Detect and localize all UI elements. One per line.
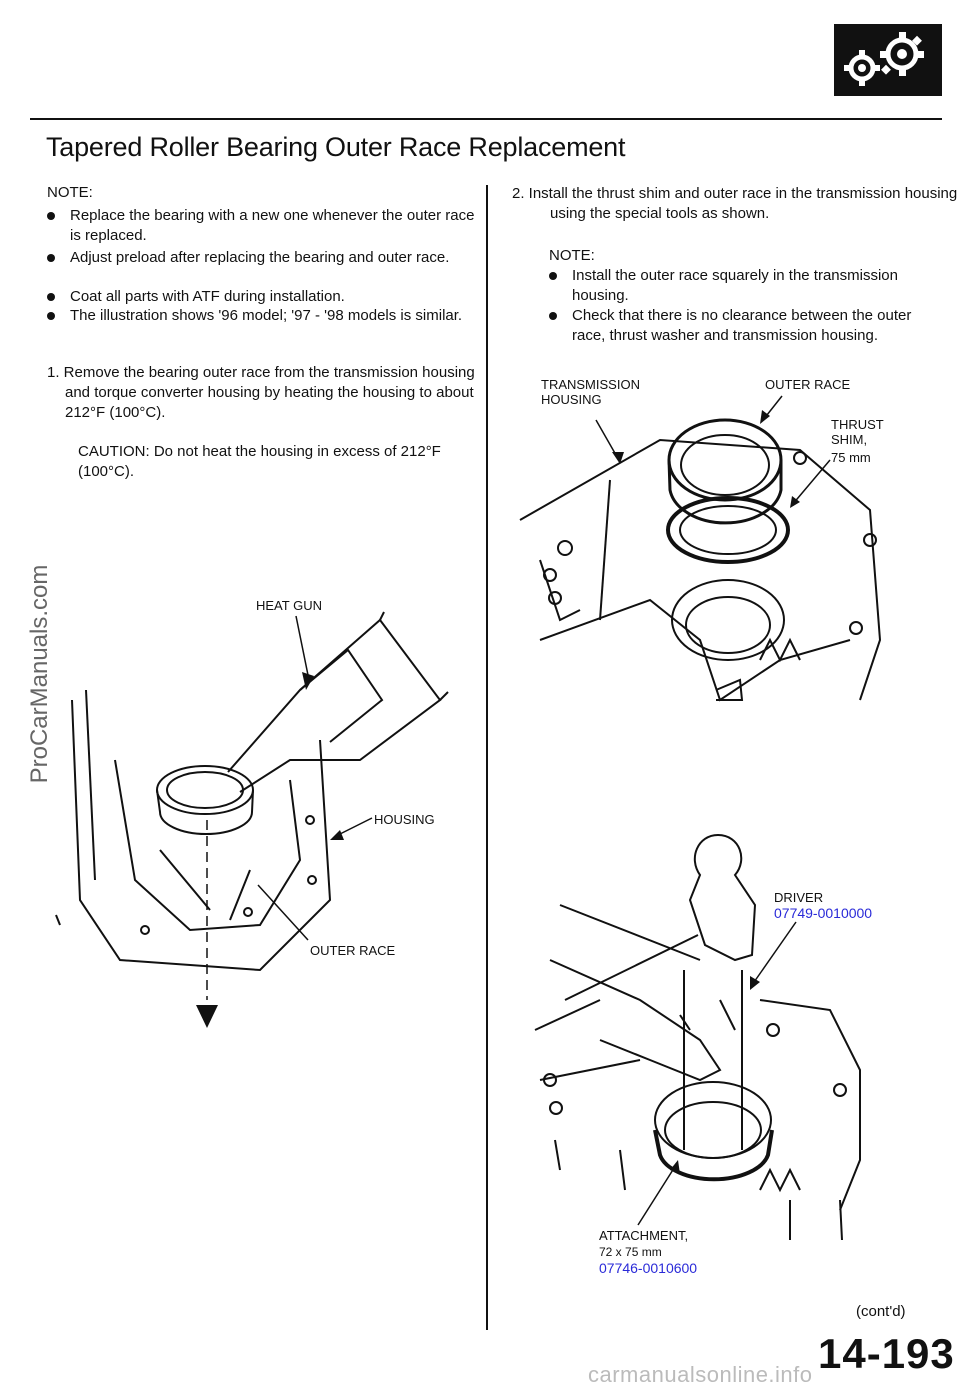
label-thrust-shim-size: 75 mm <box>831 450 871 465</box>
column-divider <box>486 185 488 1330</box>
label-heat-gun: HEAT GUN <box>256 598 322 613</box>
note-item: Check that there is no clearance between… <box>546 306 948 346</box>
step-1: 1. Remove the bearing outer race from th… <box>47 364 475 421</box>
note-heading-right: NOTE: <box>549 247 595 264</box>
note-heading-left: NOTE: <box>47 184 93 201</box>
label-outer-race-right: OUTER RACE <box>765 377 851 392</box>
header-rule <box>30 118 942 120</box>
gears-icon <box>834 24 942 96</box>
driver-part-number: 07749-0010000 <box>774 905 873 921</box>
caution: CAUTION: Do not heat the housing in exce… <box>78 443 441 480</box>
note-item: Adjust preload after replacing the beari… <box>44 248 482 268</box>
note-item: Coat all parts with ATF during installat… <box>44 287 482 307</box>
note-item: Replace the bearing with a new one whene… <box>44 206 482 246</box>
attachment-part-number: 07746-0010600 <box>599 1260 698 1276</box>
label-driver: DRIVER <box>774 890 824 905</box>
label-transmission-housing: TRANSMISSION HOUSING <box>541 377 640 407</box>
step-2: 2. Install the thrust shim and outer rac… <box>512 185 958 222</box>
label-thrust-shim: THRUST SHIM, <box>831 417 884 447</box>
continued-label: (cont'd) <box>856 1303 906 1320</box>
footer-watermark: carmanualsonline.info <box>588 1362 813 1387</box>
label-attachment: ATTACHMENT, <box>599 1228 689 1243</box>
note-item: The illustration shows '96 model; '97 - … <box>44 306 482 326</box>
attachment-size: 72 x 75 mm <box>599 1245 662 1259</box>
page-number: 14-193 <box>818 1330 955 1377</box>
label-housing: HOUSING <box>374 812 435 827</box>
note-item: Install the outer race squarely in the t… <box>546 266 948 306</box>
page-title: Tapered Roller Bearing Outer Race Replac… <box>46 132 626 162</box>
label-outer-race-left: OUTER RACE <box>310 943 396 958</box>
